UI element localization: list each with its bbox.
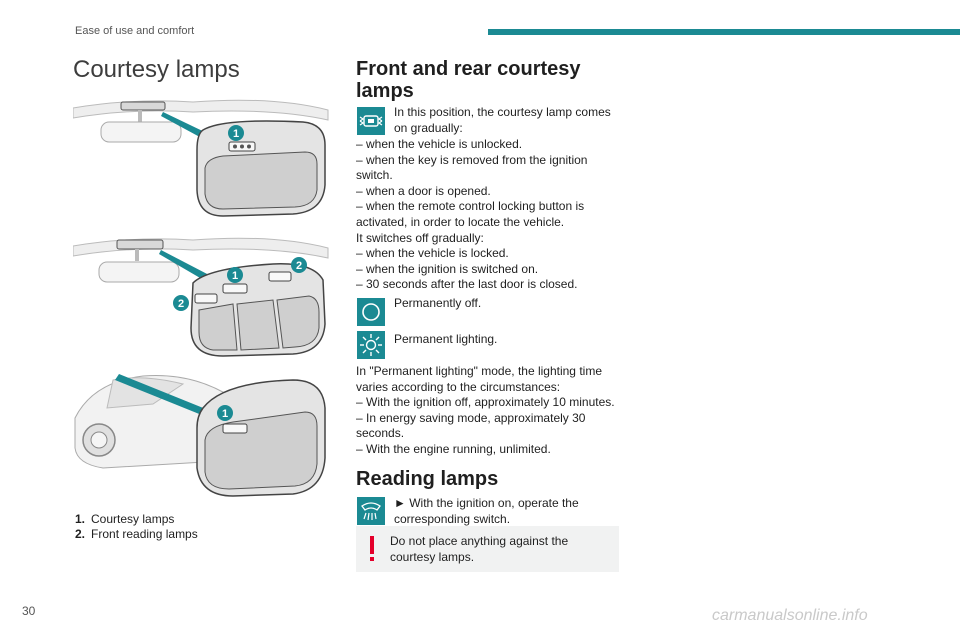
callout-1-c-label: 1: [222, 408, 228, 420]
callout-1-b-label: 1: [232, 270, 238, 282]
warning-box: Do not place anything against the courte…: [356, 526, 619, 572]
on-list: – when the vehicle is unlocked. – when t…: [356, 137, 588, 292]
reading-heading: Reading lamps: [356, 468, 499, 490]
callout-1-a: [228, 125, 244, 141]
header-section: Ease of use and comfort: [75, 25, 195, 37]
sun-lighting-icon: [357, 331, 385, 359]
door-courtesy-icon: [357, 107, 385, 135]
callout-1-a-label: 1: [233, 128, 239, 140]
callout-2-b: [173, 295, 189, 311]
watermark: carmanualsonline.info: [712, 607, 868, 624]
illustration-courtesy-lamp: 1: [73, 99, 329, 217]
permanent-text: Permanent lighting.: [394, 332, 498, 346]
legend: 1.Courtesy lamps 2.Front reading lamps: [75, 512, 198, 542]
callout-2-b-label: 2: [178, 298, 184, 310]
warning-exclamation-icon: [370, 536, 374, 561]
header-bar: [488, 29, 960, 35]
illustration-rear-courtesy-lamp: 1: [74, 374, 326, 497]
callout-1-b: [227, 267, 243, 283]
front-rear-heading: Front and rear courtesy lamps: [356, 58, 581, 102]
legend-item: 2.Front reading lamps: [75, 527, 198, 541]
mode-text: In "Permanent lighting" mode, the lighti…: [356, 364, 615, 456]
illustration-front-reading-lamps: 1 2 2: [73, 237, 329, 357]
reading-lamp-icon: [357, 497, 385, 525]
page-number: 30: [22, 604, 36, 618]
callout-1-c: [217, 405, 233, 421]
callout-2-a-label: 2: [296, 260, 302, 272]
page-title: Courtesy lamps: [73, 56, 240, 83]
door-icon-text: In this position, the courtesy lamp come…: [394, 105, 611, 135]
callout-2-a: [291, 257, 307, 273]
legend-item: 1.Courtesy lamps: [75, 512, 175, 526]
off-text: Permanently off.: [394, 296, 482, 310]
warning-text: Do not place anything against the courte…: [390, 534, 569, 564]
reading-text: ► With the ignition on, operate the corr…: [394, 496, 579, 526]
off-circle-icon: [357, 298, 385, 326]
